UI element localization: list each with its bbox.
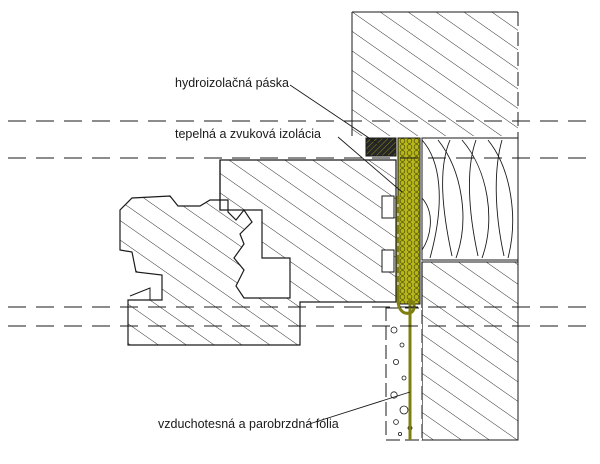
- construction-lines: [8, 120, 594, 327]
- upper-masonry-wall: [351, 11, 519, 440]
- plaster-block: [385, 307, 423, 441]
- leader-lines: [289, 84, 411, 426]
- label-vapor-foil: vzduchotesná a parobrzdná fólia: [158, 417, 339, 431]
- mineral-wool-insulation: [421, 137, 519, 261]
- window-frame-profile: [119, 159, 397, 346]
- lower-masonry-wall: [421, 261, 519, 441]
- pu-foam-filler: [397, 137, 421, 305]
- hydro-insulation-tape: [365, 137, 397, 157]
- label-hydro-tape: hydroizolačná páska: [175, 76, 289, 90]
- label-thermal-insulation: tepelná a zvuková izolácia: [175, 127, 321, 141]
- vapor-barrier-foil: [396, 196, 416, 440]
